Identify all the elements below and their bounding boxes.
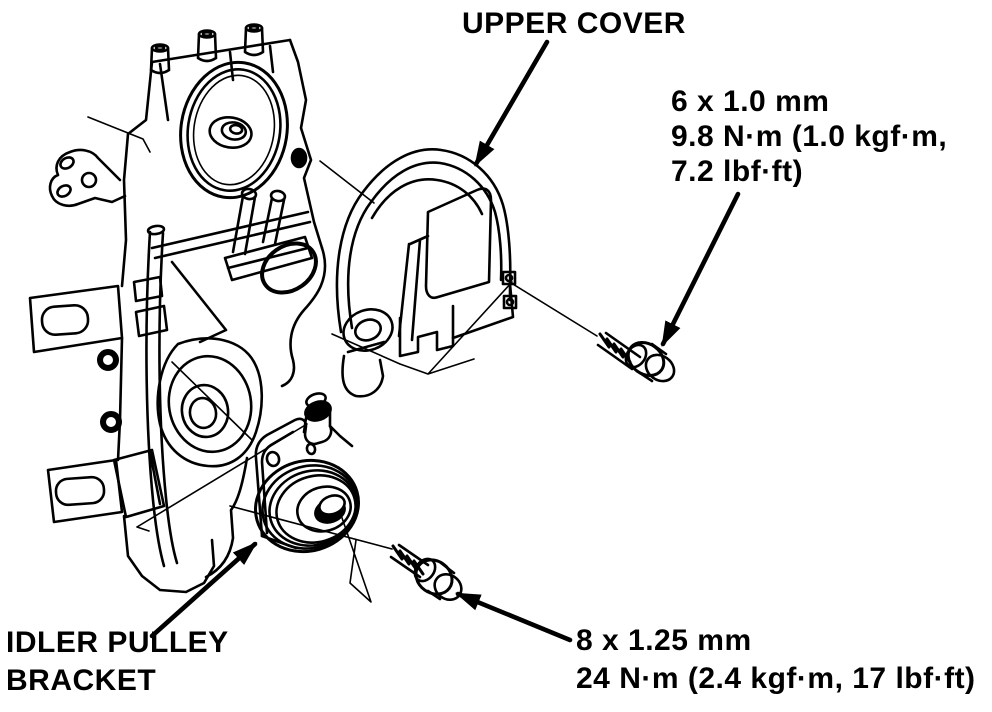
- bolt-8mm-drawing: [389, 543, 463, 602]
- bolt-6mm-torque-line1: 9.8 N·m (1.0 kgf·m,: [671, 120, 948, 153]
- arrow-idler-pulley-bracket: [149, 541, 258, 639]
- idler-label-line1: IDLER PULLEY: [6, 626, 229, 659]
- arrow-upper-cover: [473, 39, 550, 167]
- leader-lines: [136, 160, 598, 603]
- upper-cover-drawing: [335, 148, 518, 398]
- bolt-head-icon: [97, 349, 119, 371]
- engine-stud-icons: [149, 23, 265, 75]
- arrow-bolt-6mm: [660, 191, 741, 347]
- bolt-head-icon: [100, 411, 122, 433]
- label-upper-cover: UPPER COVER: [462, 7, 686, 40]
- label-bolt-8mm-spec: 8 x 1.25 mm 24 N·m (2.4 kgf·m, 17 lbf·ft…: [576, 622, 976, 698]
- label-bolt-6mm-spec: 6 x 1.0 mm 9.8 N·m (1.0 kgf·m, 7.2 lbf·f…: [671, 84, 947, 189]
- idler-pulley-bracket-drawing: [253, 392, 361, 554]
- bolt-8mm-torque: 24 N·m (2.4 kgf·m, 17 lbf·ft): [576, 662, 976, 695]
- label-idler-pulley-bracket: IDLER PULLEY BRACKET: [6, 624, 229, 700]
- water-pump-boss-drawing: [156, 337, 264, 468]
- slotted-arm-lower-drawing: [46, 448, 166, 524]
- camshaft-pulley-drawing: [179, 60, 289, 200]
- idler-label-line2: BRACKET: [6, 664, 157, 697]
- bolt-6mm-torque-line2: 7.2 lbf·ft): [671, 155, 804, 188]
- idler-pulley-drawing: [253, 458, 361, 554]
- bolt-8mm-size: 8 x 1.25 mm: [576, 624, 752, 657]
- bolt-6mm-size: 6 x 1.0 mm: [671, 85, 830, 118]
- slotted-arm-upper-drawing: [28, 284, 124, 354]
- bolt-6mm-drawing: [596, 331, 676, 383]
- arrow-bolt-8mm: [455, 591, 573, 643]
- bolt-head-icon: [290, 147, 308, 169]
- engine-side-bracket-drawing: [48, 148, 127, 208]
- engine-block-drawing: [28, 23, 327, 594]
